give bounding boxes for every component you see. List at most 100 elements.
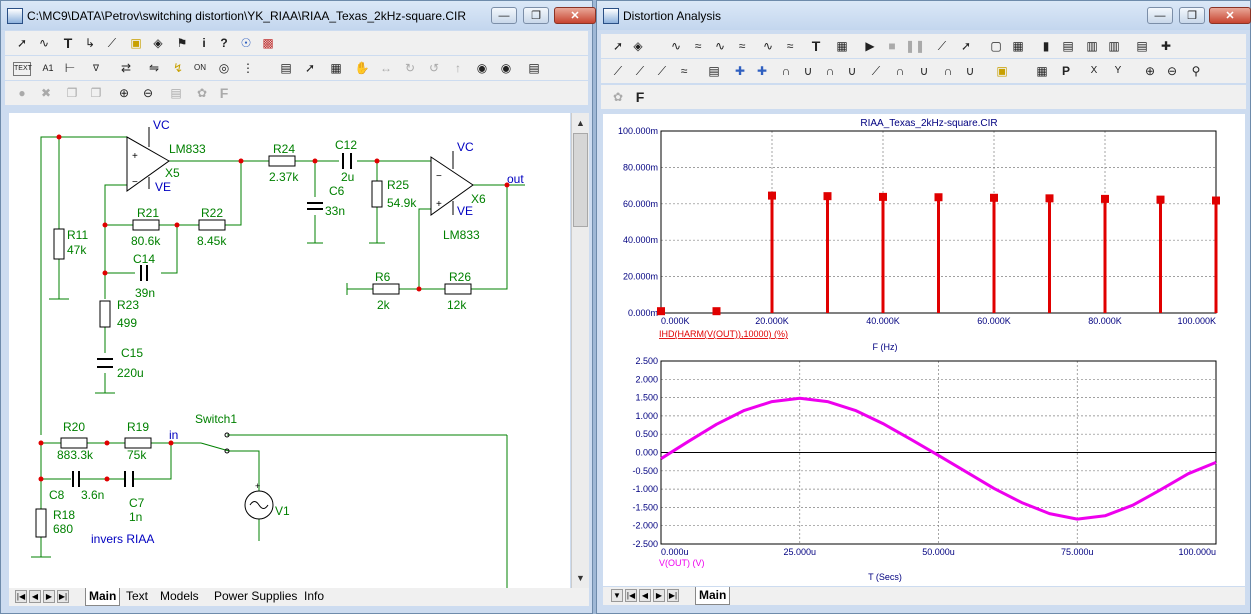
font-icon[interactable]: F xyxy=(635,89,645,105)
wave-e-icon[interactable]: ∿ xyxy=(762,39,774,53)
find-icon[interactable]: ◉ xyxy=(476,61,488,75)
list-icon[interactable]: ▤ xyxy=(528,61,540,75)
x-tag-icon[interactable]: X xyxy=(1090,65,1098,76)
shapes-icon[interactable]: ◈ xyxy=(153,36,163,50)
analysis-titlebar[interactable]: Distortion Analysis — ❐ ✕ xyxy=(597,1,1251,30)
warning-icon[interactable]: ● xyxy=(18,86,26,100)
cross-icon[interactable]: ✚ xyxy=(1160,39,1172,53)
grid-icon[interactable]: ⋮ xyxy=(242,61,254,75)
last-page-icon[interactable]: ▶| xyxy=(57,590,69,603)
tab-models[interactable]: Models xyxy=(160,589,199,603)
select-arrow-icon[interactable]: ➚ xyxy=(612,39,624,53)
scale-icon[interactable]: ◈ xyxy=(633,39,643,53)
prev-page-icon[interactable]: ◀ xyxy=(29,590,41,603)
first-page-icon[interactable]: |◀ xyxy=(15,590,27,603)
pause-icon[interactable]: ❚❚ xyxy=(905,39,926,53)
info-icon[interactable]: i xyxy=(202,36,206,50)
text-box-icon[interactable]: TEXT xyxy=(13,62,32,76)
wave-a-icon[interactable]: ∿ xyxy=(670,39,682,53)
on-off-icon[interactable]: ON xyxy=(194,63,206,72)
pin-icon[interactable]: ⊢ xyxy=(64,61,76,75)
select-arrow-icon[interactable]: ➚ xyxy=(16,36,28,50)
zoom-out-icon[interactable]: ⊖ xyxy=(1166,64,1178,78)
global-high-icon[interactable]: ∪ xyxy=(919,64,929,78)
diagonal-wire-icon[interactable]: ⟋ xyxy=(107,36,117,50)
step-icon[interactable]: ↑ xyxy=(455,61,461,75)
schematic-canvas[interactable]: +− −+ + LM833 xyxy=(9,113,570,588)
global-low-icon[interactable]: ∩ xyxy=(943,64,953,78)
binoculars-icon[interactable]: ◉ xyxy=(500,61,512,75)
pins-icon[interactable]: ↯ xyxy=(172,61,184,75)
wave-c-icon[interactable]: ∿ xyxy=(714,39,726,53)
prev-page-icon[interactable]: ◀ xyxy=(639,589,651,602)
copy-icon[interactable]: ❐ xyxy=(66,86,78,100)
menu-dropdown-icon[interactable]: ▼ xyxy=(611,589,623,602)
scroll-up-icon[interactable]: ▲ xyxy=(576,118,585,128)
valley-cursor-icon[interactable]: ✚ xyxy=(756,64,768,78)
power-icon[interactable]: ⇋ xyxy=(148,61,160,75)
cursor-tool-icon[interactable]: ➚ xyxy=(304,61,316,75)
current-icon[interactable]: ⇄ xyxy=(120,61,132,75)
restore-button[interactable]: ❐ xyxy=(523,7,549,24)
properties-icon[interactable]: ▦ xyxy=(330,61,342,75)
grid-h-icon[interactable]: ▥ xyxy=(1108,39,1120,53)
folder-icon[interactable]: ▤ xyxy=(170,86,182,100)
tab-info[interactable]: Info xyxy=(304,589,325,603)
cancel-icon[interactable]: ✖ xyxy=(40,86,52,100)
line-icon[interactable]: ⟋ xyxy=(937,39,947,53)
minimize-button[interactable]: — xyxy=(491,7,517,24)
last-page-icon[interactable]: ▶| xyxy=(667,589,679,602)
tab-power-supplies[interactable]: Power Supplies xyxy=(214,589,298,603)
high-icon[interactable]: ∩ xyxy=(825,64,835,78)
cursor-mode-d-icon[interactable]: ≈ xyxy=(680,64,688,78)
next-page-icon[interactable]: ▶ xyxy=(43,590,55,603)
analysis-restore-button[interactable]: ❐ xyxy=(1179,7,1205,24)
help-icon[interactable]: ? xyxy=(220,36,228,50)
first-page-icon[interactable]: |◀ xyxy=(625,589,637,602)
grid-icon[interactable]: ▦ xyxy=(1012,39,1024,53)
grid-v-icon[interactable]: ▥ xyxy=(1086,39,1098,53)
rotate-icon[interactable]: ↻ xyxy=(404,61,416,75)
text-tool-icon[interactable]: T xyxy=(811,38,821,54)
mirror-icon[interactable]: ↺ xyxy=(428,61,440,75)
next-page-icon[interactable]: ▶ xyxy=(653,589,665,602)
cursor-mode-a-icon[interactable]: ⟋ xyxy=(613,64,623,78)
properties-icon[interactable]: ▦ xyxy=(836,39,848,53)
parameter-icon[interactable]: ▩ xyxy=(262,36,274,50)
wire-icon[interactable]: ∿ xyxy=(38,36,50,50)
grid-text-icon[interactable]: A1 xyxy=(42,63,54,73)
component-icon[interactable]: ▣ xyxy=(130,36,142,50)
wave-d-icon[interactable]: ≈ xyxy=(738,39,746,53)
slope-icon[interactable]: ⟋ xyxy=(871,64,881,78)
flag-icon[interactable]: ⚑ xyxy=(176,36,188,50)
text-tool-icon[interactable]: T xyxy=(63,35,73,51)
pin-connection-icon[interactable]: ◎ xyxy=(218,61,230,75)
analysis-minimize-button[interactable]: — xyxy=(1147,7,1173,24)
arrow-line-icon[interactable]: ➚ xyxy=(960,39,972,53)
probe-icon[interactable]: ☉ xyxy=(240,36,252,50)
chart-icon[interactable]: ▤ xyxy=(708,64,720,78)
wave-f-icon[interactable]: ≈ xyxy=(786,39,794,53)
run-icon[interactable]: ▶ xyxy=(865,39,875,53)
p-tag-icon[interactable]: P xyxy=(1061,64,1070,78)
wire-mode-icon[interactable]: ↳ xyxy=(84,36,96,50)
schematic-titlebar[interactable]: C:\MC9\DATA\Petrov\switching distortion\… xyxy=(1,1,596,30)
print-icon[interactable]: ▤ xyxy=(280,61,292,75)
scroll-down-icon[interactable]: ▼ xyxy=(576,573,585,583)
close-button[interactable]: ✕ xyxy=(554,7,596,24)
top-icon[interactable]: ∪ xyxy=(965,64,975,78)
axis-icon[interactable]: ▤ xyxy=(1136,39,1148,53)
tag-icon[interactable]: ▣ xyxy=(996,64,1008,78)
tab-main[interactable]: Main xyxy=(85,588,121,606)
peak-icon[interactable]: ∩ xyxy=(781,64,791,78)
minor-grid-icon[interactable]: ▤ xyxy=(1062,39,1074,53)
grid-bold-icon[interactable]: ▮ xyxy=(1042,39,1050,53)
zoom-in-icon[interactable]: ⊕ xyxy=(118,86,130,100)
wave-b-icon[interactable]: ≈ xyxy=(694,39,702,53)
peak-cursor-icon[interactable]: ✚ xyxy=(734,64,746,78)
scroll-thumb[interactable] xyxy=(573,133,588,227)
move-icon[interactable]: ✋ xyxy=(354,61,370,75)
paste-icon[interactable]: ❐ xyxy=(90,86,102,100)
cursor-mode-c-icon[interactable]: ⟋ xyxy=(657,64,667,78)
